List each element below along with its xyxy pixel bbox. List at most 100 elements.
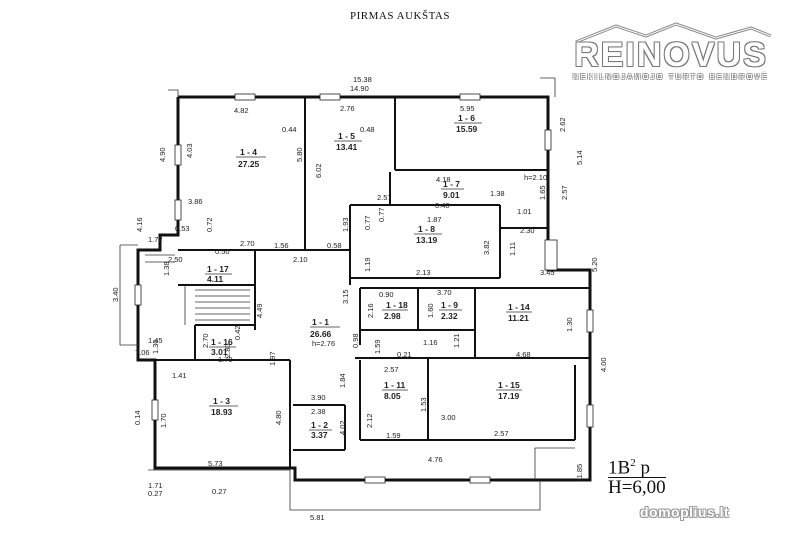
dimension: 3.00	[441, 413, 456, 422]
windows	[134, 93, 594, 484]
dimension: 1.70	[218, 355, 233, 364]
dimension: 5.14	[575, 150, 584, 165]
room-label: 1 - 3	[213, 396, 230, 406]
room-area: 26.66	[310, 329, 332, 339]
dimension-labels: 15.38 14.90 4.82 2.76 5.95 0.44 0.48 4.1…	[135, 75, 555, 522]
dimension: 1.41	[172, 371, 187, 380]
room-labels: 1 - 1 26.66 h=2.76 1 - 2 3.37 1 - 3 18.9…	[205, 113, 547, 440]
dimension: 2.12	[365, 413, 374, 428]
room-label: 1 - 9	[441, 300, 458, 310]
dimension: 2.57	[560, 185, 569, 200]
dimension: 7.06	[135, 348, 150, 357]
dimension: 2.16	[366, 303, 375, 318]
interior-walls	[155, 97, 590, 469]
room-label: 1 - 5	[338, 131, 355, 141]
dimension: 1.59	[373, 339, 382, 354]
dimension: 2.10	[293, 255, 308, 264]
dimension: 1.59	[386, 431, 401, 440]
watermark: domoplius.lt	[640, 504, 730, 520]
dimension: 0.77	[363, 215, 372, 230]
dimension: 2.57	[494, 429, 509, 438]
room-label: 1 - 11	[384, 380, 406, 390]
dimension: 1.84	[338, 373, 347, 388]
dimension: 1.56	[274, 241, 289, 250]
dimension: 1.60	[426, 303, 435, 318]
dimension: 1.97	[268, 351, 277, 366]
room-label: 1 - 15	[498, 380, 520, 390]
room-area: 2.98	[384, 311, 401, 321]
dimension: 0.50	[215, 247, 230, 256]
room-label: 1 - 6	[458, 113, 475, 123]
stairs	[145, 254, 250, 325]
dimension: 4.82	[234, 106, 249, 115]
dimension: 2.70	[240, 239, 255, 248]
dimension: 0.40	[435, 201, 450, 210]
room-area: 18.93	[211, 407, 233, 417]
room-label: 1 - 4	[240, 147, 257, 157]
dimension: 1.38	[162, 261, 171, 276]
scale-sup: 2	[630, 457, 636, 469]
dimension-labels-vertical: 2.62 5.14 4.90 4.03 5.80 6.02 1.65 2.57 …	[111, 117, 608, 482]
dimension: 4.16	[135, 217, 144, 232]
dimension: 3.15	[341, 289, 350, 304]
dimension: 1.21	[452, 333, 461, 348]
scale-suffix: p	[635, 457, 650, 479]
dimension: 0.27	[212, 487, 227, 496]
dimension: 1.01	[517, 207, 532, 216]
scale-height: H=6,00	[608, 477, 666, 499]
dimension: 2.13	[416, 268, 431, 277]
room-label: 1 - 14	[508, 302, 530, 312]
dimension: 5.73	[208, 459, 223, 468]
room-label: 1 - 18	[386, 300, 408, 310]
dimension: 1.19	[363, 257, 372, 272]
dimension: 0.98	[351, 333, 360, 348]
dimension: 5.95	[460, 104, 475, 113]
dimension: 1.45	[148, 336, 163, 345]
dimension: 0.27	[148, 489, 163, 498]
room-area: 13.41	[336, 142, 358, 152]
dimension: 2.57	[377, 193, 392, 202]
dimension: 2.62	[558, 117, 567, 132]
dimension: 1.65	[538, 185, 547, 200]
dimension: 1.72	[148, 235, 163, 244]
dimension: 1.70	[159, 413, 168, 428]
dimension: 1.71	[148, 481, 163, 490]
room-label: 1 - 17	[207, 264, 229, 274]
room-area: 15.59	[456, 124, 478, 134]
outer-walls	[119, 77, 592, 511]
room-area: 17.19	[498, 391, 520, 401]
dimension: 4.49	[255, 303, 264, 318]
dimension: 4.76	[428, 455, 443, 464]
dimension: 4.18	[436, 175, 451, 184]
dimension: 1.11	[508, 242, 517, 256]
dimension: 4.90	[158, 147, 167, 162]
dimension: 2.38	[311, 407, 326, 416]
dimension: 14.90	[350, 84, 369, 93]
dimension: 2.50	[168, 255, 183, 264]
dimension: 5.81	[310, 513, 325, 522]
dimension: 2.57	[384, 365, 399, 374]
dimension: 3.86	[188, 197, 203, 206]
brand-name: REINOVUS	[574, 36, 768, 74]
dimension: 2.30	[520, 226, 535, 235]
dimension: 0.77	[377, 207, 386, 222]
room-area: 8.05	[384, 391, 401, 401]
dimension: 0.48	[360, 125, 375, 134]
room-area: 11.21	[508, 313, 529, 323]
scale-label: 1B2 p H=6,00	[608, 454, 666, 497]
dimension: 4.68	[516, 350, 531, 359]
room-label: 1 - 1	[312, 317, 329, 327]
dimension: 6.02	[314, 163, 323, 178]
dimension: 11.85	[575, 464, 584, 482]
dimension: 1.16	[423, 338, 438, 347]
dimension: 4.03	[185, 143, 194, 158]
dimension: 0.14	[133, 410, 142, 425]
room-area: 13.19	[416, 235, 438, 245]
dimension: 0.42	[233, 325, 242, 340]
dimension: 1.93	[341, 217, 350, 232]
dimension: 1.53	[419, 397, 428, 412]
dimension: 0.21	[397, 350, 412, 359]
room-area: 27.25	[238, 159, 260, 169]
brand-tagline: NEKILNOJAMOJO TURTO BENDROVĖ	[572, 74, 770, 81]
dimension: 4.80	[274, 410, 283, 425]
